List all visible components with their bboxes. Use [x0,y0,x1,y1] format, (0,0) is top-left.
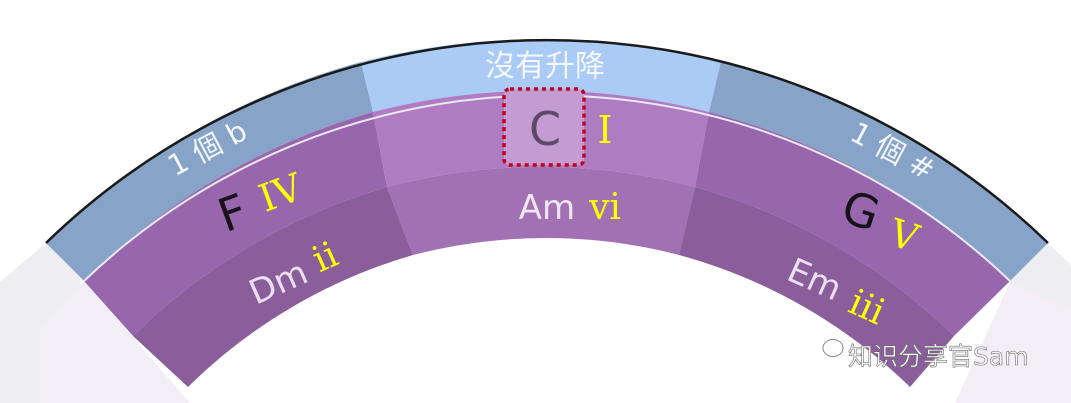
major-ring-left-segment [84,112,387,336]
faded-inner-segment-left [40,281,190,403]
outer-ring-right-segment [709,62,1048,281]
key-signature-none-label: 沒有升降 [485,49,605,84]
chord-label-am: Am [519,188,575,228]
chord-label-c: C [529,102,561,156]
major-ring-right-segment [695,112,1010,336]
tonic-highlight-box [502,87,586,167]
outer-border-arc [45,38,1049,244]
roman-label-i: I [597,108,612,152]
minor-ring-right-segment [679,187,954,387]
minor-ring-left-segment [133,187,413,387]
faded-inner-segment-right [955,282,1071,403]
wechat-icon [805,327,844,357]
minor-ring-center-segment [387,166,695,255]
watermark-text: 知识分享官Sam [848,342,1029,371]
outer-ring-left-segment [46,62,373,281]
roman-label-vi: vi [588,187,621,228]
outer-ring-center-segment [361,39,721,112]
